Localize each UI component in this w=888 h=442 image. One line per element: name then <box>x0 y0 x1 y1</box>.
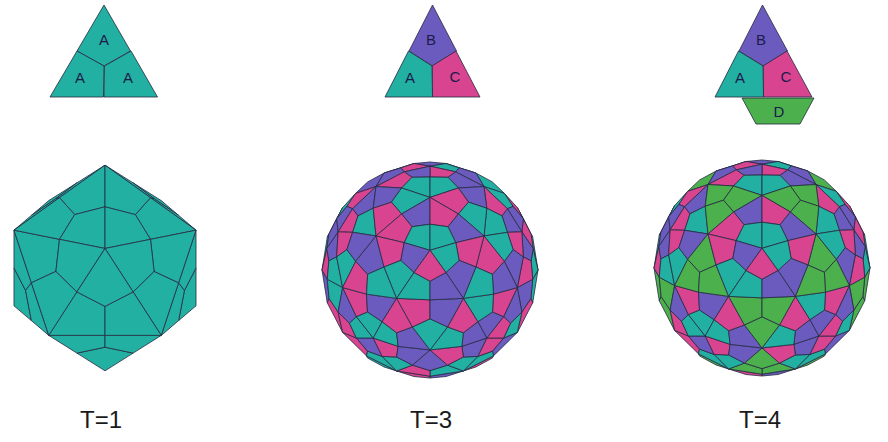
subunit-letter: A <box>405 70 415 85</box>
capsid-subunit <box>816 206 839 234</box>
capsid-subunit <box>105 335 161 353</box>
subunit-letter: A <box>99 32 109 47</box>
capsid-subunit <box>762 296 795 325</box>
subunit-letter: B <box>426 32 436 47</box>
capsid-subunit <box>746 248 778 279</box>
subunit-outline <box>763 51 812 97</box>
capsid-subunit <box>414 250 446 281</box>
capsid-subunit <box>77 248 133 306</box>
subunit-outline <box>50 51 104 97</box>
subunit-outline <box>104 51 158 97</box>
subunit-key-piece: A <box>385 51 433 97</box>
subunit-letter: A <box>123 70 133 85</box>
subunit-letter: D <box>774 104 785 119</box>
capsid-model <box>322 162 538 378</box>
capsid-subunit <box>49 335 105 353</box>
subunit-letter: A <box>75 70 85 85</box>
subunit-letter: A <box>735 70 745 85</box>
capsid-subunit <box>397 298 430 327</box>
subunit-outline <box>742 98 814 124</box>
subunit-key-piece: A <box>715 51 764 97</box>
capsid-model <box>14 165 196 371</box>
capsid-subunit <box>151 230 197 283</box>
subunit-letter: B <box>756 32 766 47</box>
subunit-key-piece: A <box>104 51 158 97</box>
subunit-key-piece: A <box>50 51 104 97</box>
capsid-model <box>654 160 870 376</box>
subunit-key-piece: D <box>742 98 814 124</box>
subunit-letter: C <box>450 69 461 84</box>
triangulation-number: T=3 <box>410 408 452 432</box>
capsid-subunit <box>685 206 708 234</box>
triangulation-number: T=4 <box>739 408 781 432</box>
subunit-outline <box>385 51 433 97</box>
capsid-subunit <box>484 208 507 236</box>
subunit-letter: C <box>781 69 792 84</box>
capsid-subunit <box>729 296 762 325</box>
subunit-outline <box>432 51 480 97</box>
subunit-key-piece: C <box>763 51 812 97</box>
capsid-subunit <box>105 165 151 214</box>
capsid-subunit <box>430 298 463 327</box>
capsid-subunit <box>353 208 376 236</box>
subunit-outline <box>715 51 764 97</box>
triangulation-number: T=1 <box>80 408 122 432</box>
subunit-key-piece: C <box>432 51 480 97</box>
